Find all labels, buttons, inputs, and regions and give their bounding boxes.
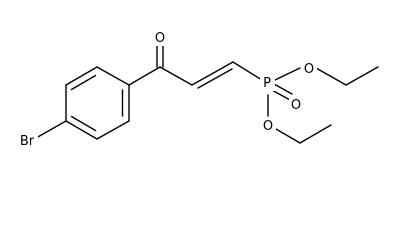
ethyl-bond bbox=[299, 124, 332, 144]
p-o-bond bbox=[274, 67, 301, 81]
atom-labels: Br O P O O O bbox=[16, 30, 317, 149]
alkene-double-bond bbox=[197, 68, 233, 89]
alkene-double-bond bbox=[191, 61, 234, 86]
ring-bond bbox=[96, 120, 130, 140]
ester-oxygen-lower-label: O bbox=[263, 119, 273, 134]
aryl-carbonyl-bond bbox=[128, 66, 161, 86]
c-br-bond bbox=[35, 120, 67, 139]
benzene-ring bbox=[65, 66, 130, 140]
carbonyl-oxygen-label: O bbox=[155, 31, 165, 46]
o-ethyl-bond bbox=[275, 128, 301, 144]
o-ethyl-bond bbox=[315, 67, 347, 86]
bromine-label: Br bbox=[20, 134, 35, 149]
ethyl-bond bbox=[345, 66, 379, 86]
carbonyl-alkene-bond bbox=[159, 66, 193, 86]
chemical-structure: Br O P O O O bbox=[16, 30, 379, 149]
phosphoryl-oxygen-label: O bbox=[291, 98, 301, 113]
c-p-bond bbox=[232, 61, 263, 81]
phosphorus-label: P bbox=[263, 76, 271, 91]
phosphoryl-double-bond bbox=[273, 83, 293, 95]
ring-double-bond bbox=[70, 115, 97, 132]
ring-bond bbox=[96, 66, 130, 86]
ring-bond bbox=[65, 120, 98, 140]
ester-oxygen-upper-label: O bbox=[304, 62, 314, 77]
ring-double-bond bbox=[70, 74, 97, 91]
ring-bond bbox=[65, 66, 98, 86]
